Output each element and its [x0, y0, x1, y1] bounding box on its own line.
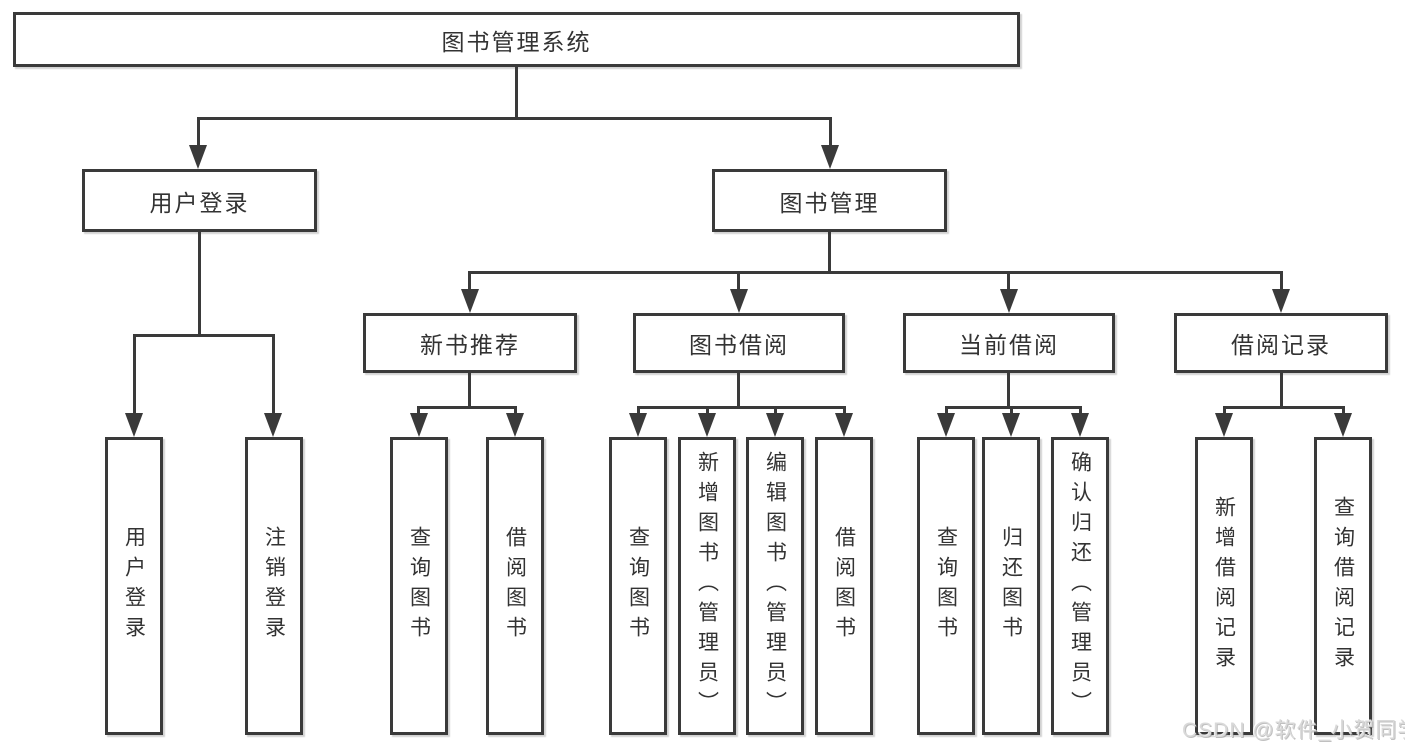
node-label: 图书管理系统 — [441, 28, 592, 55]
node-label: 查询图书 — [407, 526, 431, 646]
leaf-edit-books-admin: 编辑图书（管理员） — [746, 437, 804, 735]
arrow-down-icon — [698, 413, 716, 437]
node-user-login: 用户登录 — [82, 169, 317, 232]
node-label: 图书管理 — [779, 189, 880, 216]
node-label: 借阅记录 — [1231, 332, 1331, 358]
arrow-down-icon — [821, 145, 839, 169]
connector-line — [198, 232, 201, 336]
connector-line — [706, 406, 709, 416]
node-label: 查询图书 — [934, 526, 958, 646]
node-new-book-recommendation: 新书推荐 — [363, 313, 577, 373]
connector-line — [1079, 406, 1082, 416]
leaf-query-borrow-record: 查询借阅记录 — [1314, 437, 1372, 735]
arrow-down-icon — [937, 413, 955, 437]
leaf-add-borrow-record: 新增借阅记录 — [1195, 437, 1253, 735]
node-label: 当前借阅 — [959, 332, 1059, 358]
node-label: 用户登录 — [122, 526, 146, 646]
node-label: 归还图书 — [999, 526, 1023, 646]
connector-line — [737, 373, 740, 409]
connector-line — [133, 334, 136, 415]
connector-line — [514, 406, 517, 416]
node-current-borrowing: 当前借阅 — [903, 313, 1115, 373]
connector-line — [1007, 373, 1010, 409]
connector-line — [637, 406, 846, 409]
connector-line — [1280, 373, 1283, 409]
node-label: 查询图书 — [626, 526, 650, 646]
arrow-down-icon — [1002, 413, 1020, 437]
connector-line — [737, 271, 740, 293]
leaf-recommend-query-books: 查询图书 — [390, 437, 448, 735]
node-label: 确认归还（管理员） — [1068, 451, 1092, 721]
arrow-down-icon — [1071, 413, 1089, 437]
leaf-borrowing-query-books: 查询图书 — [609, 437, 667, 735]
connector-line — [272, 334, 275, 415]
arrow-down-icon — [1000, 289, 1018, 313]
connector-line — [945, 406, 948, 416]
leaf-return-books: 归还图书 — [982, 437, 1040, 735]
connector-line — [774, 406, 777, 416]
leaf-borrow-books: 借阅图书 — [815, 437, 873, 735]
arrow-down-icon — [730, 289, 748, 313]
connector-line — [515, 67, 518, 119]
node-label: 新增图书（管理员） — [695, 451, 719, 721]
connector-line — [945, 406, 1082, 409]
node-label: 注销登录 — [262, 526, 286, 646]
node-label: 图书借阅 — [689, 332, 789, 358]
node-label: 借阅图书 — [832, 526, 856, 646]
node-label: 新增借阅记录 — [1212, 496, 1236, 676]
leaf-confirm-return-admin: 确认归还（管理员） — [1051, 437, 1109, 735]
connector-line — [828, 232, 831, 274]
arrow-down-icon — [629, 413, 647, 437]
connector-line — [829, 117, 832, 147]
connector-line — [1223, 406, 1226, 416]
connector-line — [417, 406, 420, 416]
connector-line — [1280, 271, 1283, 293]
csdn-watermark: CSDN @软件_小贺同学 — [1182, 719, 1405, 742]
connector-line — [843, 406, 846, 416]
arrow-down-icon — [189, 145, 207, 169]
arrow-down-icon — [410, 413, 428, 437]
connector-line — [1010, 406, 1013, 416]
arrow-down-icon — [766, 413, 784, 437]
node-borrowing-records: 借阅记录 — [1174, 313, 1388, 373]
connector-line — [637, 406, 640, 416]
node-library-management-system: 图书管理系统 — [13, 12, 1020, 67]
node-label: 查询借阅记录 — [1331, 496, 1355, 676]
arrow-down-icon — [1272, 289, 1290, 313]
arrow-down-icon — [506, 413, 524, 437]
arrow-down-icon — [835, 413, 853, 437]
node-book-management: 图书管理 — [712, 169, 947, 232]
node-book-borrowing: 图书借阅 — [633, 313, 845, 373]
node-label: 新书推荐 — [420, 332, 520, 358]
connector-line — [1342, 406, 1345, 416]
node-label: 用户登录 — [149, 189, 250, 216]
connector-line — [1007, 271, 1010, 293]
arrow-down-icon — [125, 413, 143, 437]
node-label: 借阅图书 — [503, 526, 527, 646]
connector-line — [1223, 406, 1345, 409]
connector-line — [133, 334, 275, 337]
connector-line — [418, 406, 517, 409]
arrow-down-icon — [461, 289, 479, 313]
leaf-recommend-borrow-books: 借阅图书 — [486, 437, 544, 735]
leaf-current-query-books: 查询图书 — [917, 437, 975, 735]
connector-line — [197, 117, 832, 120]
leaf-user-login: 用户登录 — [105, 437, 163, 735]
leaf-add-books-admin: 新增图书（管理员） — [678, 437, 736, 735]
arrow-down-icon — [1215, 413, 1233, 437]
connector-line — [468, 373, 471, 409]
connector-line — [469, 271, 1283, 274]
connector-line — [468, 271, 471, 293]
node-label: 编辑图书（管理员） — [763, 451, 787, 721]
arrow-down-icon — [1334, 413, 1352, 437]
connector-line — [197, 117, 200, 147]
arrow-down-icon — [264, 413, 282, 437]
leaf-logout: 注销登录 — [245, 437, 303, 735]
